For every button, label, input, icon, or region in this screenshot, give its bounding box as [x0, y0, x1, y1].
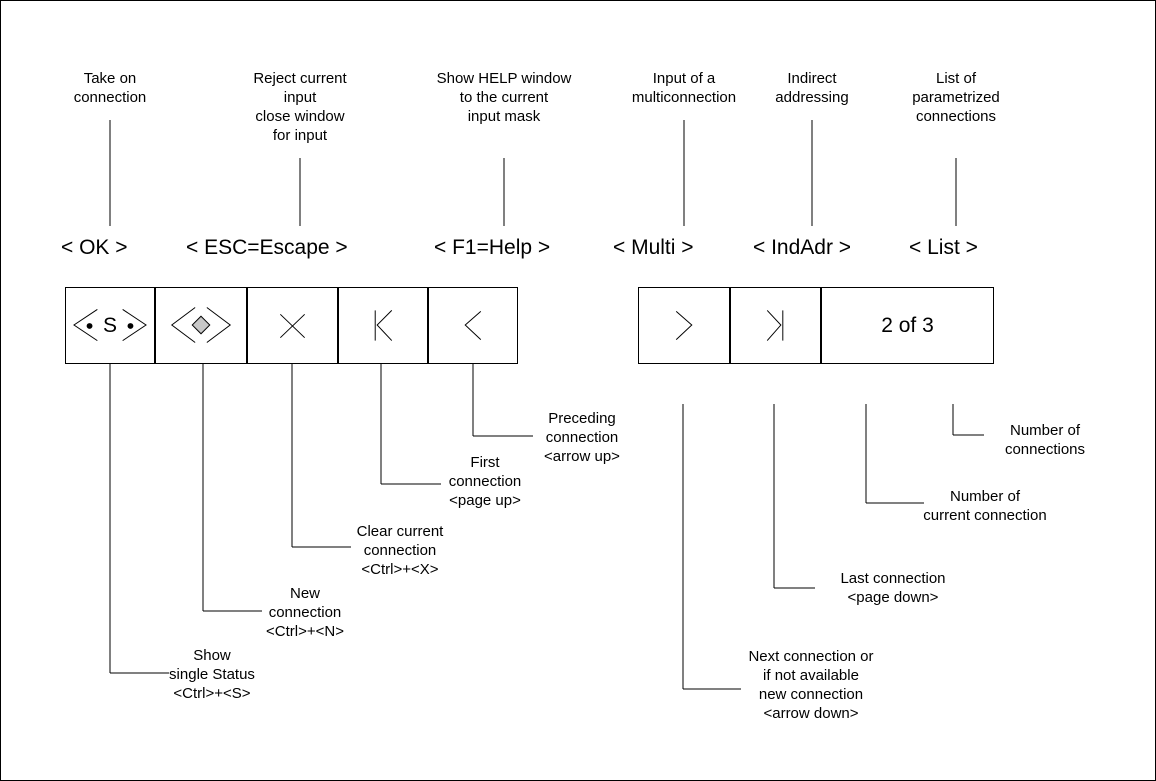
single-status-button[interactable]: S — [65, 287, 155, 364]
key-multi: < Multi > — [613, 236, 694, 259]
key-ok: < OK > — [61, 236, 128, 259]
clear-connection-button[interactable] — [247, 287, 338, 364]
first-connection-button[interactable] — [338, 287, 428, 364]
single-status-glyph: S — [102, 314, 117, 337]
preceding-connection-icon — [464, 311, 482, 340]
first-connection-icon — [374, 310, 393, 341]
key-indadr: < IndAdr > — [753, 236, 852, 259]
connection-counter: 2 of 3 — [821, 287, 994, 364]
single-status-icon — [73, 309, 147, 342]
key-list: < List > — [909, 236, 978, 259]
last-connection-description: Last connection<page down> — [840, 570, 946, 606]
key-help: < F1=Help > — [434, 236, 551, 259]
next-connection-icon — [675, 311, 693, 340]
counter-text: 2 of 3 — [881, 314, 934, 337]
last-connection-button[interactable] — [730, 287, 821, 364]
new-connection-button[interactable] — [155, 287, 247, 364]
preceding-connection-button[interactable] — [428, 287, 518, 364]
new-connection-icon — [170, 307, 232, 343]
clear-icon — [279, 313, 306, 339]
next-connection-button[interactable] — [638, 287, 730, 364]
key-escape: < ESC=Escape > — [186, 236, 348, 259]
last-connection-icon — [766, 310, 784, 341]
